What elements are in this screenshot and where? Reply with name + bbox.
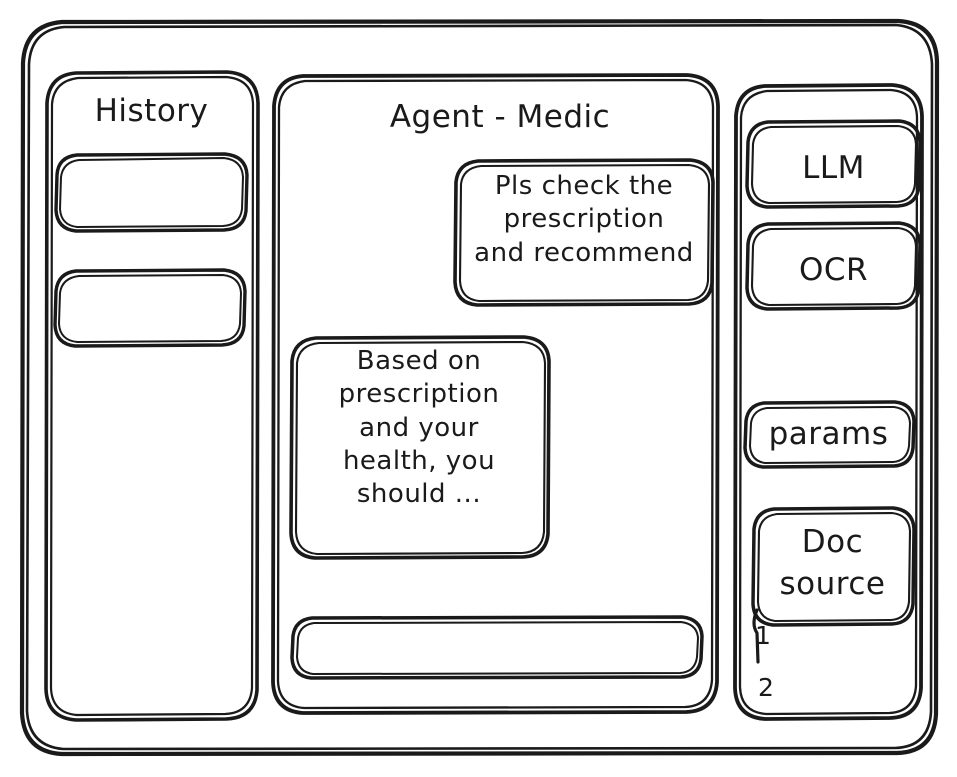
- history-item-2[interactable]: [55, 271, 245, 346]
- ocr-chip-label: OCR: [798, 252, 869, 288]
- composer-input[interactable]: [292, 617, 702, 678]
- llm-chip[interactable]: LLM: [747, 121, 920, 207]
- agent-message-bubble: Based on prescription and your health, y…: [291, 337, 549, 558]
- doc-source-chip-label: Doc source: [779, 524, 886, 602]
- llm-chip-label: LLM: [802, 150, 865, 186]
- doc-list-item-1[interactable]: 1: [755, 621, 772, 650]
- params-chip[interactable]: params: [745, 402, 914, 467]
- ocr-chip[interactable]: OCR: [747, 223, 920, 309]
- params-chip-label: params: [768, 416, 889, 452]
- history-panel-title: History: [94, 93, 209, 129]
- history-item-1[interactable]: [56, 155, 246, 231]
- doc-source-chip[interactable]: Doc source: [753, 508, 914, 625]
- user-message-text: Pls check the prescription and recommend: [474, 171, 694, 268]
- agent-message-text: Based on prescription and your health, y…: [338, 346, 500, 510]
- doc-list-item-2[interactable]: 2: [758, 673, 775, 702]
- main-panel-title: Agent - Medic: [389, 99, 611, 135]
- user-message-bubble: Pls check the prescription and recommend: [455, 160, 713, 305]
